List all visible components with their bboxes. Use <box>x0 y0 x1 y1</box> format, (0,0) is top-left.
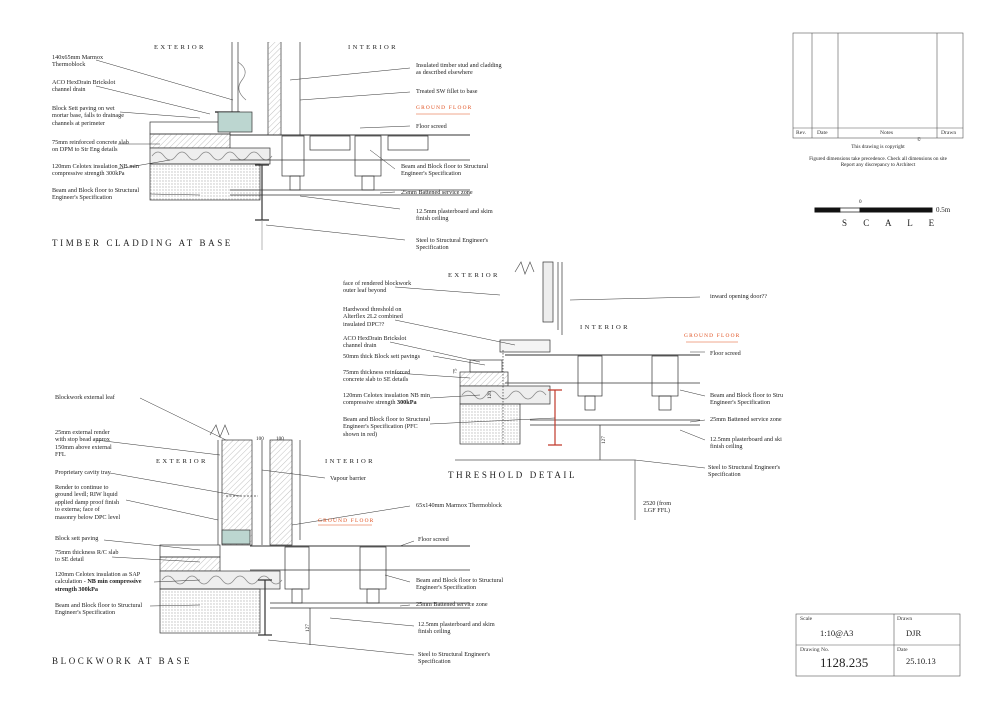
blockwork-note-service-zone: 25mm Battened service zone <box>416 601 488 608</box>
blockwork-dim-100-b: 100 <box>276 436 284 442</box>
timber-note-beam-block-right: Beam and Block floor to Structural Engin… <box>401 163 489 178</box>
threshold-note-slab: 75mm thickness reinforced concrete slab … <box>343 369 411 384</box>
blockwork-dim-127: 127 <box>304 624 311 632</box>
timber-note-thermoblock: 140x65mm Marmox Thermoblock <box>52 54 104 69</box>
tb-drawn-label: Drawn <box>897 616 913 622</box>
tb-date-label: Date <box>897 647 908 653</box>
tb-date-value: 25.10.13 <box>906 656 936 666</box>
threshold-note-plasterboard: 12.5mm plasterboard and ski finish ceili… <box>710 436 782 451</box>
threshold-note-door: inward opening door?? <box>710 293 768 300</box>
tb-number-label: Drawing No. <box>800 647 830 653</box>
blockwork-note-vapour-barrier: Vapour barrier <box>330 475 366 482</box>
timber-note-stud: Insulated timber stud and cladding as de… <box>416 62 502 77</box>
rev-col-rev: Rev. <box>796 130 807 136</box>
timber-note-insulation: 120mm Celotex insulation NB min compress… <box>52 163 139 178</box>
timber-note-plasterboard: 12.5mm plasterboard and skim finish ceil… <box>416 208 493 223</box>
threshold-dim-120: 120 <box>486 391 493 399</box>
rev-col-drawn: Drawn <box>941 130 957 136</box>
timber-detail-drawing <box>95 42 470 250</box>
threshold-interior-label: INTERIOR <box>580 324 630 331</box>
timber-note-steel: Steel to Structural Engineer's Specifica… <box>416 237 489 252</box>
threshold-level-note: 2520 (from LGF FFL) <box>643 500 672 515</box>
timber-interior-label: INTERIOR <box>348 44 398 51</box>
timber-note-service-zone: 25mm Battened service zone <box>401 189 473 196</box>
scale-label: S C A L E <box>842 218 942 228</box>
threshold-dim-127: 127 <box>600 436 607 444</box>
threshold-note-outer-leaf: face of rendered blockwork outer leaf be… <box>343 280 412 295</box>
threshold-bold-strength: 300kPa <box>396 399 417 407</box>
tb-scale-value: 1:10@A3 <box>820 628 854 638</box>
blockwork-note-render: 25mm external render with stop bead appr… <box>55 429 112 459</box>
threshold-note-steel: Steel to Structural Engineer's Specifica… <box>708 464 781 479</box>
timber-detail-title: TIMBER CLADDING AT BASE <box>52 238 233 248</box>
rev-col-date: Date <box>817 130 828 136</box>
threshold-note-insulation: 120mm Celotex insulation NB min compress… <box>343 392 430 407</box>
blockwork-ground-floor-label: GROUND FLOOR <box>318 518 375 524</box>
blockwork-detail-title: BLOCKWORK AT BASE <box>52 656 193 666</box>
timber-exterior-label: EXTERIOR <box>154 44 206 51</box>
revision-box-frame <box>792 32 964 139</box>
threshold-note-channel-drain: ACO HexDrain Brickslot channel drain <box>343 335 407 350</box>
threshold-note-hardwood: Hardwood threshold on Alterflex 2L2 comb… <box>343 306 403 328</box>
threshold-ground-floor-label: GROUND FLOOR <box>684 333 741 339</box>
tb-drawn-value: DJR <box>906 628 922 638</box>
timber-note-floor-screed: Floor screed <box>416 123 447 130</box>
rev-col-notes: Notes <box>880 130 894 136</box>
blockwork-note-render-continue: Render to continue to ground levdl; RIW … <box>55 484 121 521</box>
blockwork-note-steel: Steel to Structural Engineer's Specifica… <box>418 651 491 666</box>
threshold-exterior-label: EXTERIOR <box>448 272 500 279</box>
threshold-detail-title: THRESHOLD DETAIL <box>448 470 578 480</box>
blockwork-bold-strength: NB min compressive strength 300kPa <box>55 578 142 593</box>
timber-note-fillet: Treated SW fillet to base <box>416 88 478 95</box>
timber-note-beam-block: Beam and Block floor to Structural Engin… <box>52 187 140 202</box>
timber-note-channel-drain: ACO HexDrain Brickslot channel drain <box>52 79 116 94</box>
blockwork-note-external-leaf: Blockwork external leaf <box>55 394 115 401</box>
blockwork-note-slab: 75mm thickness R/C slab to SE detail <box>55 549 119 564</box>
threshold-dim-75: 75 <box>452 368 459 374</box>
copyright-note: This drawing is copyright <box>851 144 905 150</box>
copyright-mark: © <box>917 137 921 143</box>
blockwork-note-cavity-tray: Proprietary cavity tray <box>55 469 111 476</box>
threshold-note-beam-block: Beam and Block floor to Structural Engin… <box>343 416 431 438</box>
blockwork-detail-drawing <box>95 397 470 656</box>
blockwork-dim-100-a: 100 <box>256 436 264 442</box>
blockwork-exterior-label: EXTERIOR <box>156 458 208 465</box>
blockwork-note-block-sett: Block sett paving <box>55 535 99 542</box>
blockwork-note-beam-block: Beam and Block floor to Structural Engin… <box>55 602 143 617</box>
title-block-frame <box>795 613 961 677</box>
timber-ground-floor-label: GROUND FLOOR <box>416 105 473 111</box>
blockwork-note-insulation: 120mm Celotex insulation as SAP calculat… <box>55 571 142 593</box>
scale-zero: 0 <box>859 199 862 205</box>
threshold-note-floor-screed: Floor screed <box>710 350 741 357</box>
threshold-note-service-zone: 25mm Battened service zone <box>710 416 782 423</box>
scale-bar-graphic <box>814 207 933 213</box>
blockwork-note-plasterboard: 12.5mm plasterboard and skim finish ceil… <box>418 621 495 636</box>
tb-drawing-number: 1128.235 <box>820 655 869 670</box>
threshold-note-pavings: 50mm thick Block sett pavings <box>343 353 420 360</box>
blockwork-interior-label: INTERIOR <box>325 458 375 465</box>
timber-note-paving: Block Sett paving on wet mortar base, fa… <box>52 105 124 127</box>
blockwork-note-thermoblock: 65x140mm Marmox Thermoblock <box>416 502 502 509</box>
tb-scale-label: Scale <box>800 616 813 622</box>
blockwork-note-floor-screed: Floor screed <box>418 536 449 543</box>
timber-note-slab: 75mm reinforced concrete slab on DPM to … <box>52 139 129 154</box>
blockwork-note-beam-block-right: Beam and Block floor to Structural Engin… <box>416 577 504 592</box>
dimensions-disclaimer: Figured dimensions take precedence. Chec… <box>809 156 947 169</box>
scale-end-value: 0.5m <box>936 206 951 214</box>
threshold-detail-drawing <box>389 261 738 520</box>
threshold-note-beam-block-right: Beam and Block floor to Stru Engineer's … <box>710 392 784 407</box>
